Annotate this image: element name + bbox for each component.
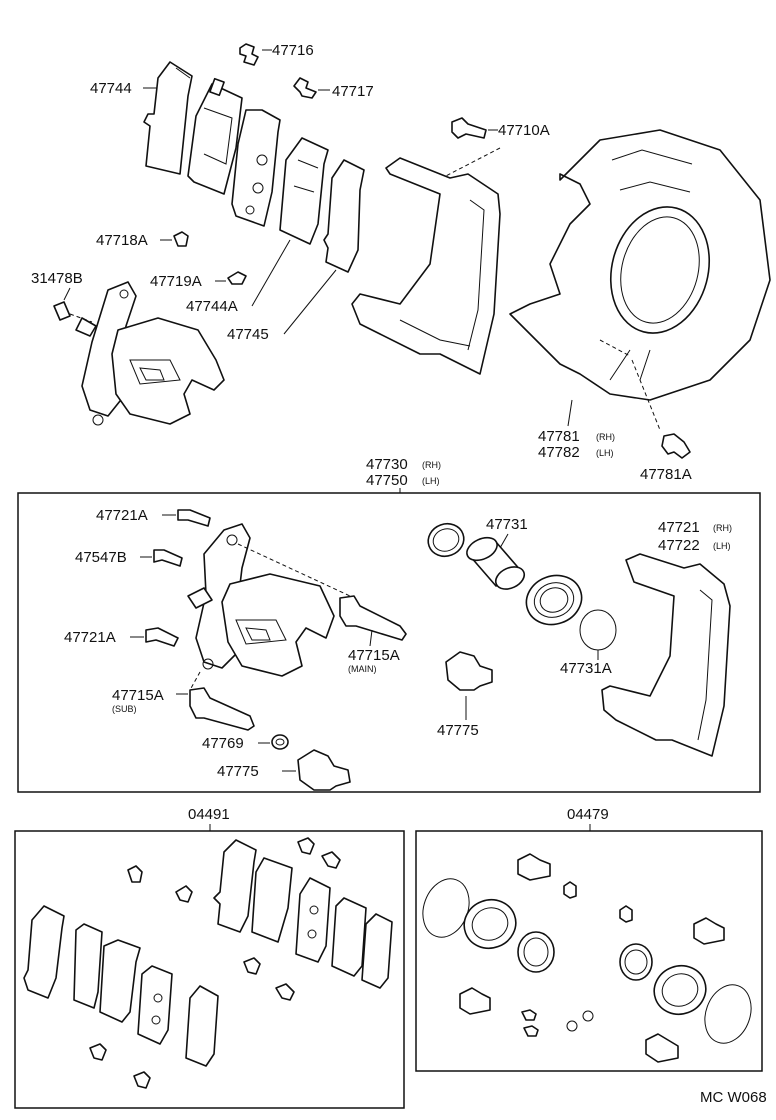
brake-pad-backing: [231, 109, 281, 227]
diagram-code: MC W068: [700, 1089, 767, 1106]
bolt-47781A: [661, 433, 691, 459]
label-47547B: 47547B: [75, 549, 127, 566]
label-47730-rh: (RH): [422, 460, 441, 470]
label-47731: 47731: [486, 516, 528, 533]
caliper-cylinder-top: [75, 281, 225, 426]
guide-pin-47715A-sub: [189, 687, 255, 731]
label-31478B: 31478B: [31, 270, 83, 287]
guide-pin-47715A-main: [339, 595, 407, 641]
shim-47744: [143, 61, 193, 175]
caliper-cylinder-mid: [187, 523, 335, 677]
label-sub: (SUB): [112, 704, 137, 714]
label-47721A-mid: 47721A: [64, 629, 116, 646]
seal-kit-box-04479: [415, 830, 763, 1072]
label-47731A: 47731A: [560, 660, 612, 677]
label-47775-left: 47775: [217, 763, 259, 780]
label-47710A: 47710A: [498, 122, 550, 139]
caliper-assembly-box: [17, 492, 761, 793]
label-47750: 47750: [366, 472, 408, 489]
seal-kit-parts: [422, 853, 752, 1063]
label-47782-lh: (LH): [596, 448, 614, 458]
label-47721-rh: (RH): [713, 523, 732, 533]
shim-47745: [323, 159, 365, 273]
label-47745: 47745: [227, 326, 269, 343]
label-47744A: 47744A: [186, 298, 238, 315]
brake-pad-inner: [187, 77, 243, 195]
label-47721: 47721: [658, 519, 700, 536]
caliper-torque-plate-top: [351, 157, 501, 375]
boot-47775-left: [297, 749, 351, 791]
pad-kit-box-04491: [14, 830, 405, 1109]
clip-47719A: [227, 271, 247, 285]
ring-47769: [271, 734, 289, 750]
label-47716: 47716: [272, 42, 314, 59]
label-47715A-main: 47715A: [348, 647, 400, 664]
label-47715A-sub: 47715A: [112, 687, 164, 704]
label-47781A: 47781A: [640, 466, 692, 483]
bleeder-47547B: [153, 549, 183, 567]
label-47782: 47782: [538, 444, 580, 461]
seal-ring: [427, 522, 465, 558]
disc-dust-cover: [509, 129, 771, 401]
label-47721A-top: 47721A: [96, 507, 148, 524]
label-47717: 47717: [332, 83, 374, 100]
pad-clip-47716: [239, 43, 259, 66]
ring-47731A: [579, 609, 617, 651]
label-04479: 04479: [567, 806, 609, 823]
pad-clip-47717: [293, 77, 317, 99]
label-47744: 47744: [90, 80, 132, 97]
label-47750-lh: (LH): [422, 476, 440, 486]
pad-kit-parts: [23, 837, 393, 1089]
boot-47775-mid: [445, 651, 493, 691]
label-47781: 47781: [538, 428, 580, 445]
bleeder-plug-31478B: [53, 301, 71, 321]
bolt-47710A: [451, 117, 487, 139]
piston-seal-boot: [525, 574, 583, 626]
label-04491: 04491: [188, 806, 230, 823]
label-47730: 47730: [366, 456, 408, 473]
shim-47744A: [279, 137, 329, 245]
label-47769: 47769: [202, 735, 244, 752]
label-47718A: 47718A: [96, 232, 148, 249]
bolt-47721A-mid: [145, 627, 179, 647]
label-47719A: 47719A: [150, 273, 202, 290]
label-main: (MAIN): [348, 664, 377, 674]
piston-47731: [466, 536, 526, 590]
label-47722-lh: (LH): [713, 541, 731, 551]
torque-plate-47721: [601, 553, 731, 757]
label-47781-rh: (RH): [596, 432, 615, 442]
clip-47718A: [173, 231, 189, 247]
label-47722: 47722: [658, 537, 700, 554]
label-47775-mid: 47775: [437, 722, 479, 739]
bolt-47721A-top: [177, 509, 211, 527]
